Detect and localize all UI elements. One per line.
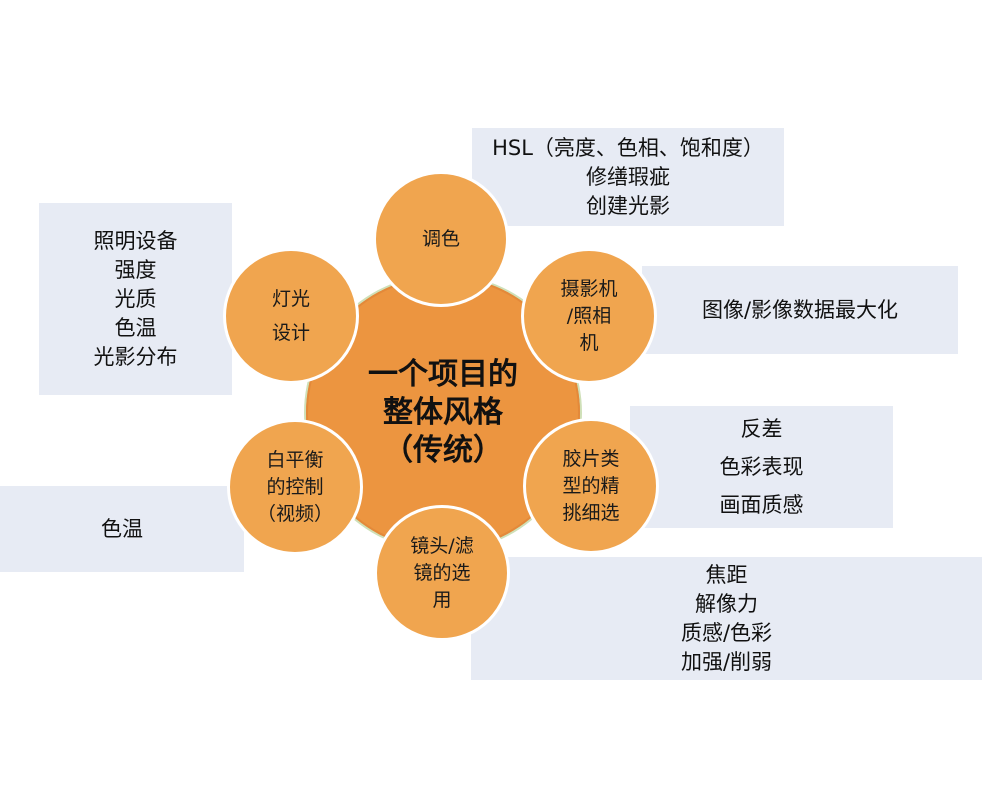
box-text-line: 色温	[101, 516, 143, 541]
node-text-line: 白平衡	[266, 448, 324, 471]
node-lens-filter: 镜头/滤 镜的选 用	[374, 505, 510, 641]
white-balance-detail-box: 色温	[0, 486, 244, 572]
box-text-line: 焦距	[705, 562, 748, 587]
node-white-balance: 白平衡 的控制 （视频）	[227, 419, 363, 555]
camera-detail-box: 图像/影像数据最大化	[642, 266, 958, 354]
box-text-line: 反差	[740, 417, 783, 441]
box-text-line: 质感/色彩	[680, 620, 773, 645]
node-lighting: 灯光 设计	[223, 248, 359, 384]
node-text-line: 镜的选	[413, 561, 471, 584]
box-text-line: 色温	[114, 315, 157, 340]
box-text-line: 照明设备	[93, 228, 178, 253]
box-text-line: 画面质感	[719, 493, 804, 517]
box-text-line: HSL（亮度、色相、饱和度）	[492, 135, 764, 160]
node-film-stock: 胶片类 型的精 挑细选	[523, 418, 659, 554]
center-text-line: 整体风格	[383, 395, 503, 430]
lens-filter-detail-box: 焦距 解像力 质感/色彩 加强/削弱	[471, 557, 982, 680]
node-text-line: （视频）	[256, 502, 333, 525]
box-text-line: 修缮瑕疵	[586, 164, 670, 189]
node-text-line: 胶片类	[562, 447, 620, 470]
center-text-line: 一个项目的	[368, 357, 518, 392]
node-text-line: 型的精	[562, 474, 620, 497]
box-text-line: 创建光影	[586, 193, 670, 218]
node-text-line: 挑细选	[562, 501, 620, 524]
box-text-line: 色彩表现	[719, 455, 804, 479]
box-text-line: 强度	[114, 257, 157, 282]
node-text-line: /照相	[566, 304, 612, 327]
node-camera: 摄影机 /照相 机	[521, 248, 657, 384]
lighting-detail-box: 照明设备 强度 光质 色温 光影分布	[39, 203, 232, 395]
node-text-line: 用	[432, 588, 452, 611]
box-text-line: 图像/影像数据最大化	[701, 297, 899, 322]
box-text-line: 光影分布	[93, 344, 178, 369]
color-grading-detail-box: HSL（亮度、色相、饱和度） 修缮瑕疵 创建光影	[472, 128, 784, 226]
box-text-line: 光质	[114, 286, 157, 311]
node-text-line: 调色	[421, 227, 460, 250]
node-text-line: 的控制	[266, 475, 324, 498]
node-color-grading: 调色	[373, 171, 509, 307]
box-text-line: 解像力	[695, 591, 758, 616]
film-stock-detail-box: 反差 色彩表现 画面质感	[630, 406, 893, 528]
node-text-line: 摄影机	[560, 277, 618, 300]
box-text-line: 加强/削弱	[680, 649, 773, 674]
node-text-line: 机	[579, 331, 599, 354]
node-text-line: 镜头/滤	[410, 534, 474, 557]
node-text-line: 灯光	[271, 288, 310, 310]
center-text-line: （传统）	[383, 433, 503, 468]
node-text-line: 设计	[271, 322, 310, 344]
